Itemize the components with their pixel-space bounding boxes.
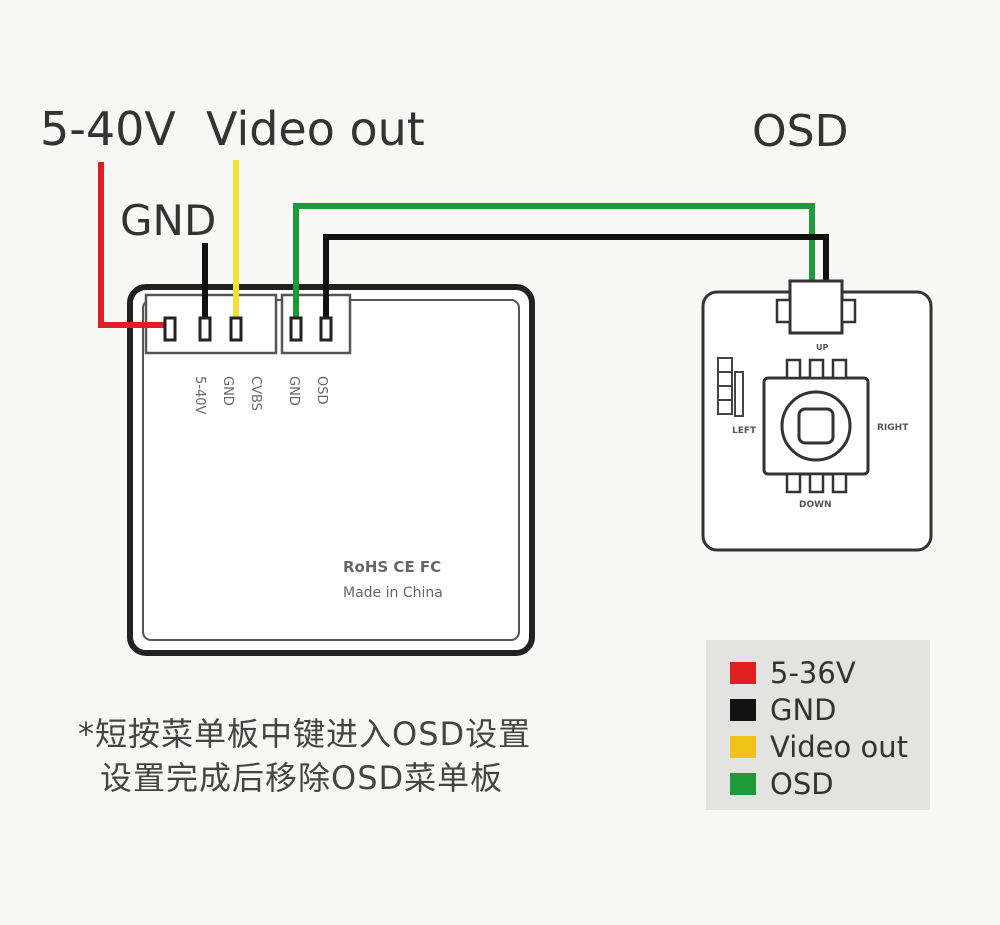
legend-label: 5-36V: [770, 655, 856, 690]
osd-menu-board: LEFT RIGHT DOWN UP: [701, 279, 933, 552]
legend-label: OSD: [770, 766, 834, 801]
callout-gnd: GND: [120, 196, 217, 245]
note-line-1: *短按菜单板中键进入OSD设置: [78, 715, 532, 753]
camera-board: 5-40V GND CVBS GND OSD RoHS CE FC Made i…: [127, 284, 535, 656]
legend-swatch-red: [730, 661, 756, 684]
instruction-note: *短按菜单板中键进入OSD设置 设置完成后移除OSD菜单板: [78, 712, 531, 800]
legend-item-gnd: GND: [730, 691, 930, 728]
osd-board-connector: [788, 279, 844, 335]
legend-label: GND: [770, 692, 837, 727]
callout-osd: OSD: [752, 106, 849, 157]
pin-label-gnd-2: GND: [286, 376, 301, 406]
legend-item-power: 5-36V: [730, 654, 930, 691]
callout-power: 5-40V: [40, 102, 176, 156]
osd-gnd-wire: [323, 234, 829, 340]
board-cert-mark: RoHS CE FC: [343, 558, 441, 576]
callout-video: Video out: [206, 102, 425, 156]
pin-label-osd: OSD: [314, 376, 329, 405]
osd-label-up: UP: [816, 343, 828, 352]
pin-label-power: 5-40V: [192, 376, 207, 415]
osd-label-left: LEFT: [732, 426, 757, 436]
wire-legend: 5-36V GND Video out OSD: [706, 640, 930, 810]
pin-label-gnd: GND: [220, 376, 235, 406]
osd-wire: [293, 203, 815, 340]
note-line-2: 设置完成后移除OSD菜单板: [100, 759, 504, 797]
pin-label-cvbs: CVBS: [248, 376, 263, 411]
legend-label: Video out: [770, 729, 908, 764]
osd-label-right: RIGHT: [877, 423, 909, 433]
osd-label-down: DOWN: [799, 500, 832, 510]
legend-swatch-black: [730, 698, 756, 721]
legend-swatch-yellow: [730, 735, 756, 758]
legend-item-video: Video out: [730, 728, 930, 765]
legend-swatch-green: [730, 772, 756, 795]
board-made-in: Made in China: [343, 585, 443, 601]
legend-item-osd: OSD: [730, 765, 930, 802]
